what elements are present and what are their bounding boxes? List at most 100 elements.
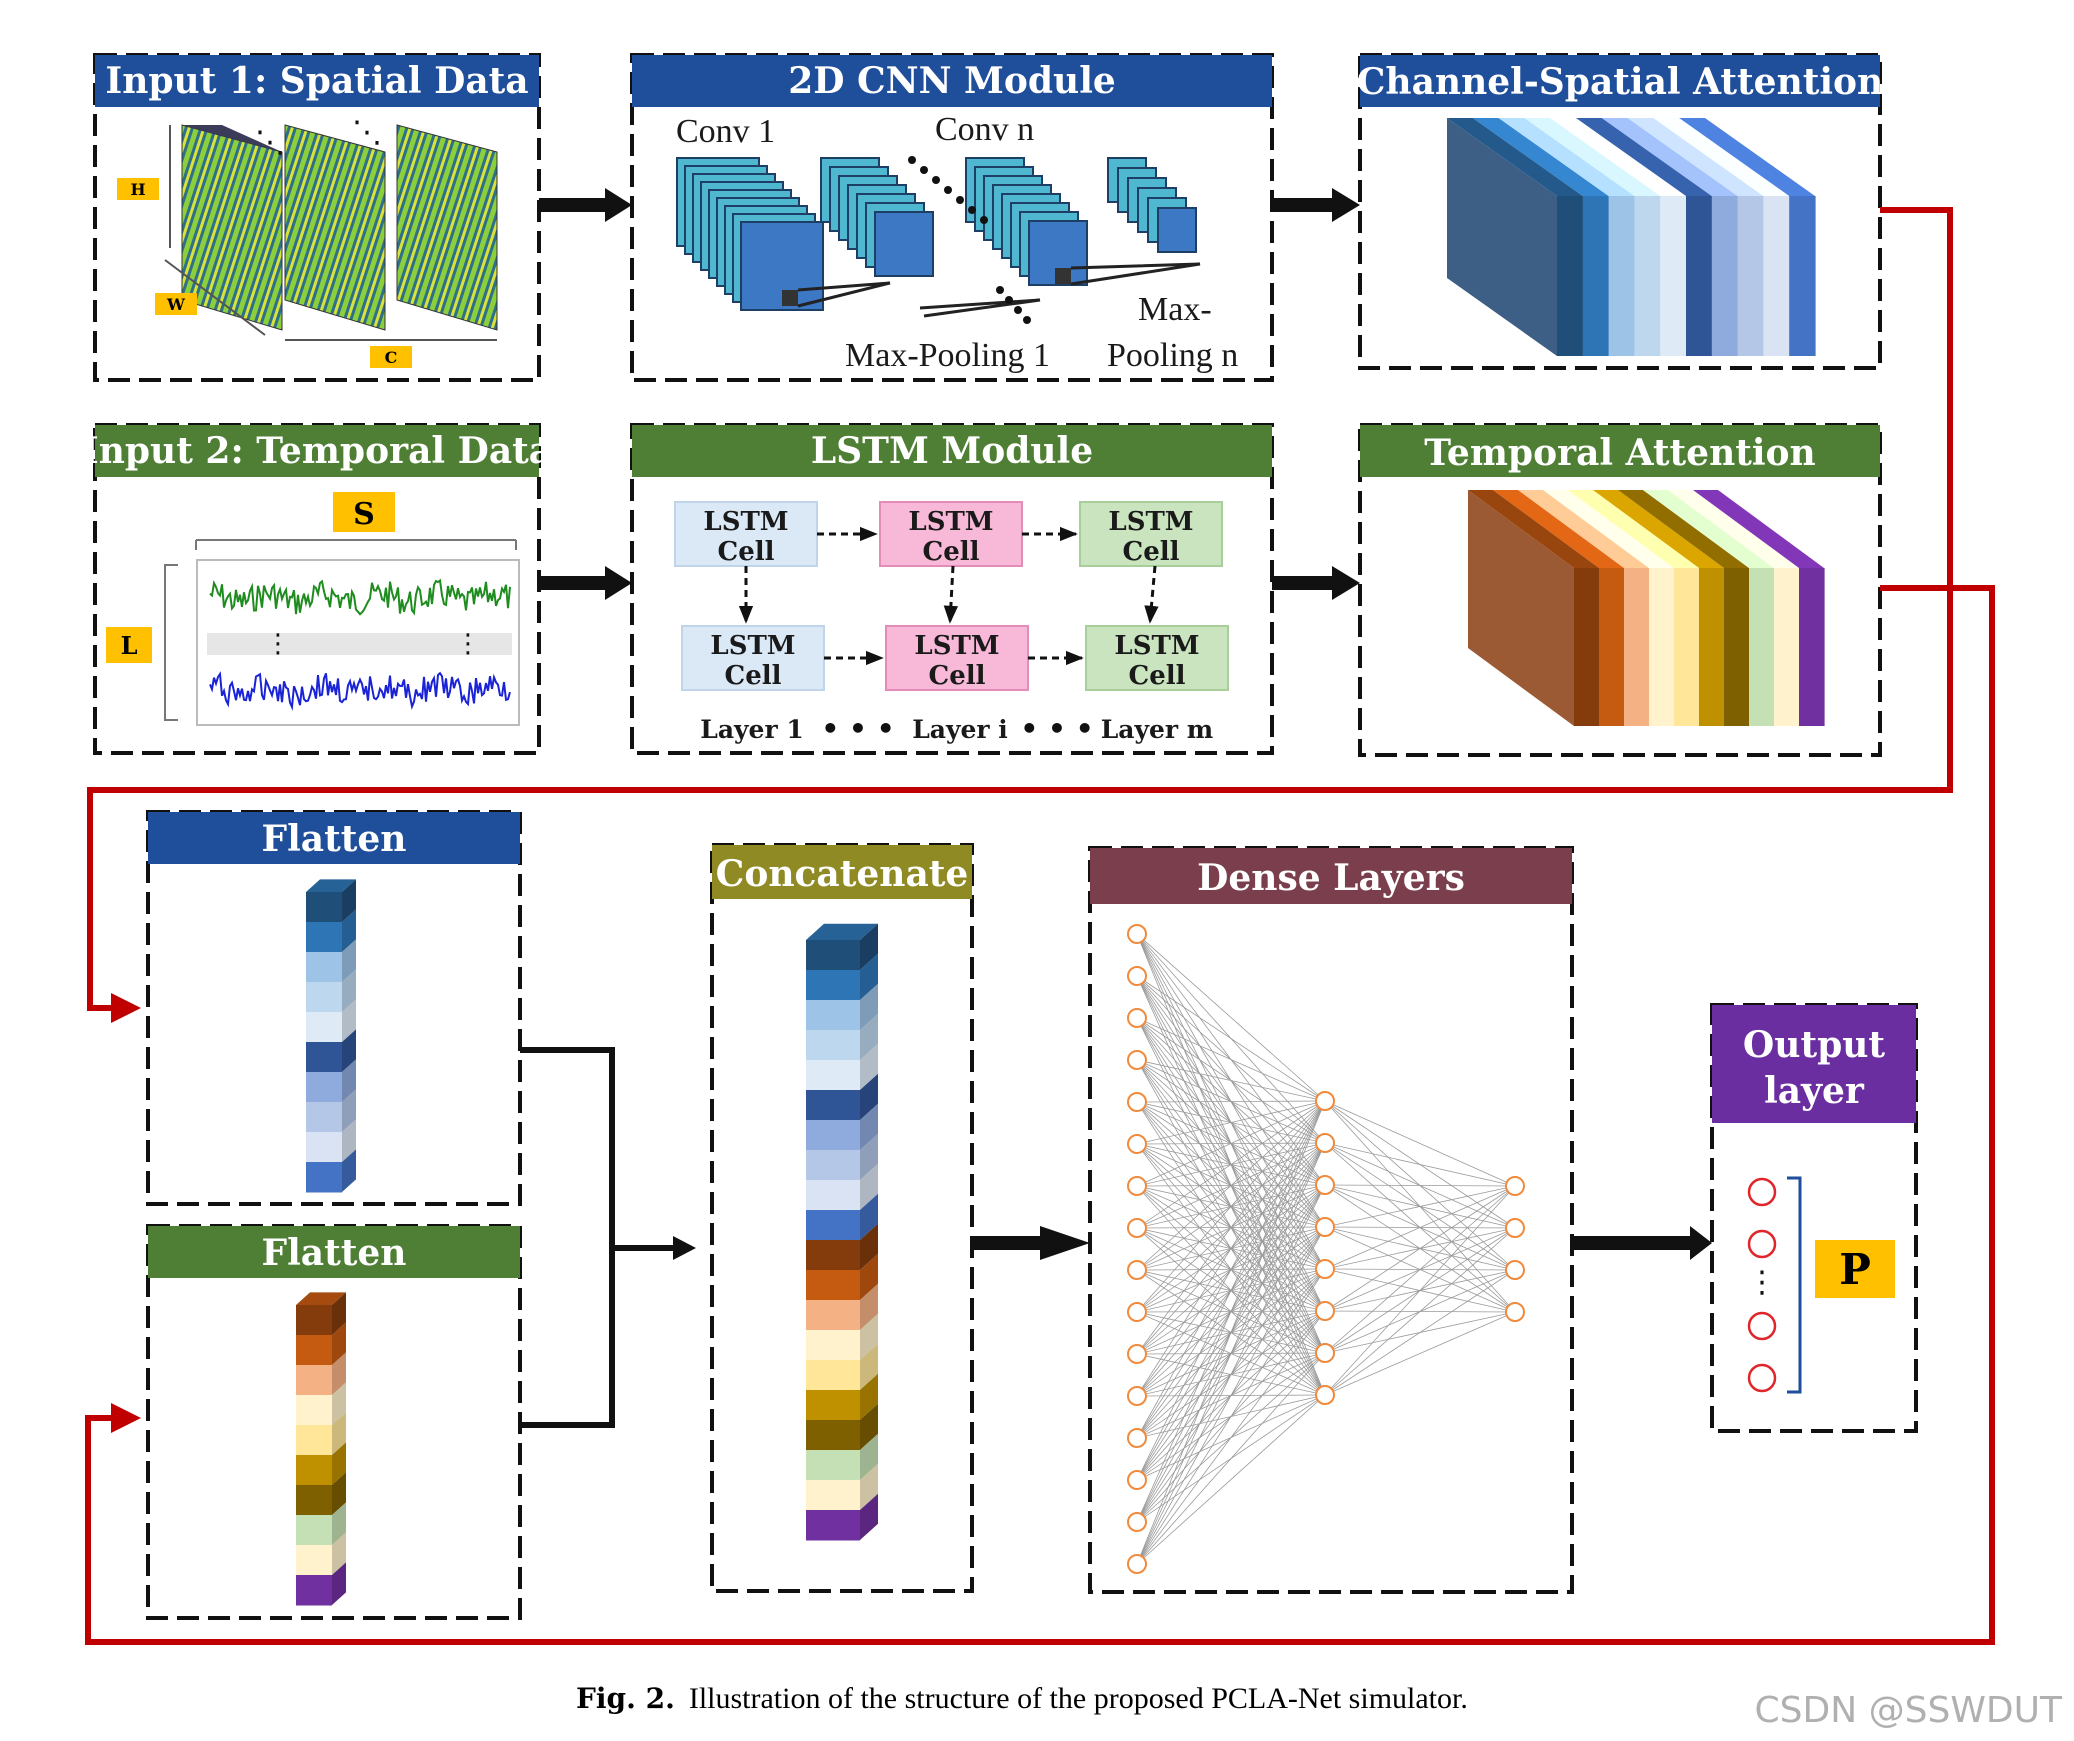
- column-side: [860, 1193, 878, 1240]
- block-top-slice: [1576, 118, 1712, 196]
- tag-l: [106, 627, 152, 663]
- block-front-slice: [1674, 568, 1700, 726]
- column-side: [860, 1163, 878, 1210]
- input2-header: [95, 425, 539, 477]
- column-side: [342, 999, 356, 1042]
- flatten2-header: [148, 1226, 520, 1278]
- flatten2-box: Flatten: [146, 1224, 522, 1620]
- dense-edge: [1324, 1184, 1516, 1187]
- lstm-cell: [885, 625, 1029, 691]
- ellipsis-icon: [980, 216, 988, 224]
- svg-text:Fig. 2. Illustration of: Fig. 2. Illustration of the structure of…: [576, 1682, 1468, 1715]
- flatten1-box: Flatten: [146, 810, 522, 1206]
- block-front-slice: [1608, 196, 1635, 356]
- block-front-slice: [1624, 568, 1650, 726]
- layerm-label: Layer m: [1101, 715, 1214, 744]
- column-cell: [306, 952, 342, 983]
- column-top: [306, 879, 356, 892]
- dense-edge: [1136, 1100, 1326, 1313]
- block-top-slice: [1498, 118, 1635, 196]
- block-front-slice: [1749, 568, 1775, 726]
- dense-neuron: [1127, 1092, 1147, 1112]
- maxpooln-label-2: Pooling n: [1107, 337, 1238, 374]
- dense-box: Dense Layers: [1088, 846, 1574, 1594]
- concat-title: Concatenate: [716, 853, 969, 895]
- ellipsis-icon: ⋮: [265, 629, 291, 659]
- column-cell: [296, 1395, 332, 1426]
- block-side: [1447, 118, 1557, 356]
- layer1-label: Layer 1: [700, 715, 803, 744]
- dense-neuron: [1127, 924, 1147, 944]
- dense-neuron: [1127, 1512, 1147, 1532]
- column-side: [342, 879, 356, 922]
- block-front-slice: [1574, 568, 1600, 726]
- column-cell: [296, 1425, 332, 1456]
- ellipsis-icon: [932, 176, 940, 184]
- dense-neuron: [1127, 1260, 1147, 1280]
- ta-block: [1468, 490, 1825, 726]
- maxpooln-label-1: Max-: [1138, 291, 1212, 328]
- output-neuron: [1747, 1311, 1777, 1341]
- dense-neuron: [1127, 1176, 1147, 1196]
- block-top-slice: [1601, 118, 1738, 196]
- dense-edge: [1136, 1100, 1326, 1523]
- block-front-slice: [1660, 196, 1687, 356]
- block-front-slice: [1699, 568, 1725, 726]
- lstm-cell-label: LSTM: [914, 631, 999, 661]
- feature-map: [1028, 220, 1088, 286]
- block-top-slice: [1653, 118, 1790, 196]
- dense-neuron: [1315, 1385, 1335, 1405]
- column-cell: [296, 1455, 332, 1486]
- column-side: [342, 909, 356, 952]
- dense-edge: [1136, 1352, 1326, 1565]
- ellipsis-icon: ⋮: [455, 629, 481, 659]
- lstm-cell: [1079, 501, 1223, 567]
- flatten1-column: [306, 879, 356, 1193]
- column-side: [860, 1013, 878, 1060]
- dense-neuron: [1505, 1176, 1525, 1196]
- block-front-slice: [1774, 568, 1800, 726]
- column-cell: [806, 1480, 860, 1511]
- lstm-cell-label: LSTM: [1108, 507, 1193, 537]
- convn-label: Conv n: [935, 111, 1034, 148]
- csa-block: [1447, 118, 1816, 356]
- column-cell: [806, 1510, 860, 1541]
- lstm-cell-label: LSTM: [703, 507, 788, 537]
- dense-neuron: [1127, 1008, 1147, 1028]
- column-cell: [806, 1150, 860, 1181]
- concat-box: Concatenate: [710, 843, 974, 1593]
- block-top-slice: [1627, 118, 1764, 196]
- dense-edge: [1136, 1059, 1326, 1102]
- ellipsis-icon: [944, 186, 952, 194]
- column-side: [342, 1029, 356, 1072]
- lstm-cells: LSTMCellLSTMCellLSTMCellLSTMCellLSTMCell…: [674, 501, 1229, 691]
- column-side: [860, 1313, 878, 1360]
- dense-edge: [1136, 1100, 1326, 1397]
- dense-neuron: [1315, 1259, 1335, 1279]
- lstm-cell-label: Cell: [1129, 661, 1186, 691]
- block-top-slice: [1543, 490, 1674, 568]
- svg-text:S: S: [353, 497, 375, 532]
- column-cell: [806, 1420, 860, 1451]
- red-connectors: [85, 207, 1995, 1645]
- arrow-right-icon: [1272, 188, 1360, 222]
- block-top-slice: [1493, 490, 1624, 568]
- column-side: [332, 1352, 346, 1395]
- flatten1-header: [148, 812, 520, 864]
- dense-neuron: [1505, 1218, 1525, 1238]
- column-cell: [806, 1330, 860, 1361]
- block-front-slice: [1763, 196, 1790, 356]
- column-cell: [306, 1042, 342, 1073]
- column-cell: [296, 1305, 332, 1336]
- column-side: [342, 1089, 356, 1132]
- kernel-line: [919, 298, 1041, 318]
- merge-connector: [520, 1047, 675, 1428]
- dense-network: [1127, 924, 1525, 1574]
- column-cell: [296, 1365, 332, 1396]
- column-side: [332, 1532, 346, 1575]
- column-side: [332, 1292, 346, 1335]
- lstm-cell-label: Cell: [1123, 537, 1180, 567]
- arrow-right-icon: [539, 188, 632, 222]
- cnn-title: 2D CNN Module: [788, 60, 1116, 102]
- column-top: [296, 1292, 346, 1305]
